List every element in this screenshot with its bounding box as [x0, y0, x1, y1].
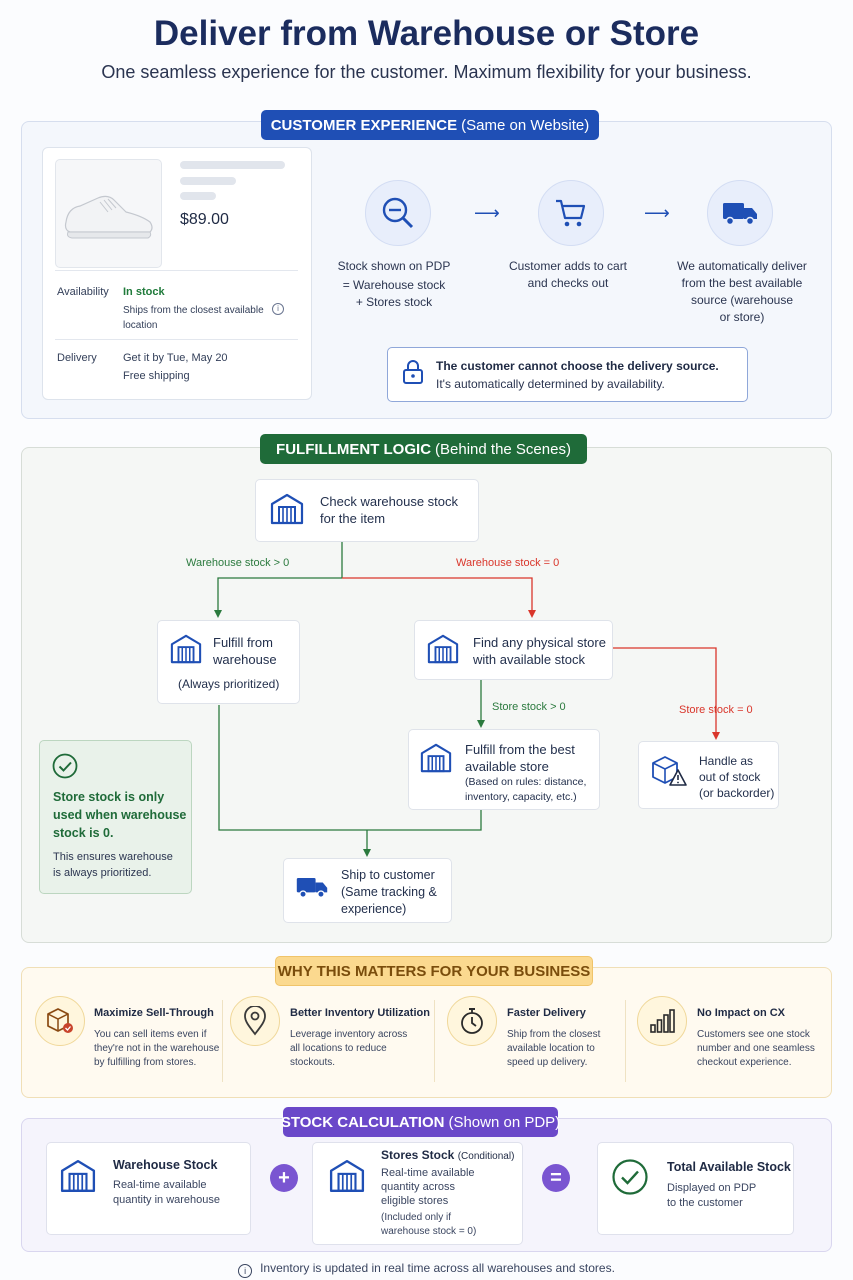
step-auto-deliver: We automatically deliver from the best a…: [677, 259, 807, 324]
delivery-shipping: Free shipping: [123, 370, 190, 382]
fulfill-store-text: Fulfill from the best available store: [465, 742, 575, 774]
delivery-label: Delivery: [57, 352, 97, 364]
delivery-source-notice: [387, 347, 748, 402]
warehouse-stock-title: Warehouse Stock: [113, 1158, 218, 1172]
product-card: [42, 147, 312, 400]
step-stock-shown: Stock shown on PDP = Warehouse stock + S…: [337, 259, 451, 309]
notice-title: The customer cannot choose the delivery …: [436, 359, 719, 373]
why-this-matters-pill: WHY THIS MATTERS FOR YOUR BUSINESS: [275, 956, 593, 986]
step-add-to-cart: Customer adds to cart and checks out: [508, 259, 628, 290]
store-icon: [329, 1158, 365, 1199]
stock-calculation-pill: STOCK CALCULATION (Shown on PDP): [281, 1107, 560, 1137]
arrow-right-icon: ⟶: [474, 203, 500, 223]
edge-label-warehouse-zero: Warehouse stock = 0: [456, 557, 560, 569]
store-icon: [420, 742, 452, 779]
divider: [434, 1000, 435, 1082]
stores-stock-note: (Included only if warehouse stock = 0): [381, 1212, 477, 1237]
ship-to-customer-text: Ship to customer (Same tracking & experi…: [341, 868, 437, 916]
stores-stock-card: [312, 1142, 523, 1245]
benefit-title-inventory: Better Inventory Utilization: [290, 1007, 430, 1019]
store-icon: [427, 633, 459, 670]
benefit-desc-sell-through: You can sell items even if they're not i…: [94, 1029, 220, 1068]
location-pin-icon: [230, 996, 280, 1046]
edge-label-warehouse-positive: Warehouse stock > 0: [186, 557, 290, 569]
product-image: [55, 159, 162, 268]
availability-label: Availability: [57, 286, 109, 298]
box-icon: [35, 996, 85, 1046]
check-circle-icon: [52, 753, 78, 784]
divider: [55, 270, 298, 271]
title-placeholder: [180, 161, 285, 169]
lock-icon: [402, 359, 424, 390]
info-icon[interactable]: i: [272, 303, 284, 315]
fulfill-store-note: (Based on rules: distance, inventory, ca…: [465, 776, 587, 803]
customer-experience-pill: CUSTOMER EXPERIENCE (Same on Website): [261, 110, 599, 140]
total-stock-card: [597, 1142, 794, 1235]
product-price: $89.00: [180, 211, 229, 228]
benefit-title-faster-delivery: Faster Delivery: [507, 1007, 586, 1019]
equals-icon: =: [542, 1164, 570, 1192]
truck-icon: [295, 873, 329, 906]
store-stock-note: [39, 740, 192, 894]
why-this-matters-section: [21, 967, 832, 1098]
search-icon: [365, 180, 431, 246]
benefit-title-sell-through: Maximize Sell-Through: [94, 1007, 214, 1019]
benefit-desc-no-impact: Customers see one stock number and one s…: [697, 1029, 815, 1068]
check-circle-icon: [611, 1158, 649, 1201]
warehouse-icon: [170, 633, 202, 670]
delivery-date: Get it by Tue, May 20: [123, 352, 228, 364]
box-warning-icon: [650, 754, 688, 793]
stores-stock-desc: Real-time available quantity across elig…: [381, 1167, 475, 1207]
note-title: Store stock is only used when warehouse …: [53, 790, 187, 840]
fulfill-warehouse-note: (Always prioritized): [178, 677, 280, 691]
check-warehouse-text: Check warehouse stock for the item: [320, 494, 459, 526]
notice-text: It's automatically determined by availab…: [436, 377, 665, 391]
divider: [625, 1000, 626, 1082]
cart-icon: [538, 180, 604, 246]
benefit-title-no-impact: No Impact on CX: [697, 1007, 786, 1019]
bar-chart-icon: [637, 996, 687, 1046]
availability-value: In stock: [123, 286, 165, 298]
total-stock-desc: Displayed on PDP to the customer: [667, 1182, 757, 1209]
find-store-text: Find any physical store with available s…: [473, 635, 606, 667]
stopwatch-icon: [447, 996, 497, 1046]
warehouse-stock-desc: Real-time available quantity in warehous…: [113, 1179, 221, 1206]
ships-from-text: Ships from the closest available: [123, 305, 264, 316]
warehouse-icon: [270, 492, 304, 531]
check-warehouse-node: [255, 479, 479, 542]
sneaker-icon: [64, 195, 153, 239]
out-of-stock-node: [638, 741, 779, 809]
stores-stock-title: Stores Stock (Conditional): [381, 1148, 515, 1162]
out-of-stock-text: Handle as out of stock (or backorder): [699, 754, 775, 800]
title-placeholder: [180, 177, 236, 185]
warehouse-stock-card: [46, 1142, 251, 1235]
benefit-desc-faster-delivery: Ship from the closest available location…: [507, 1029, 601, 1068]
total-stock-title: Total Available Stock: [667, 1160, 791, 1174]
divider: [55, 339, 298, 340]
note-text: This ensures warehouse is always priorit…: [53, 851, 173, 879]
info-icon: i: [238, 1264, 253, 1278]
page-title: Deliver from Warehouse or Store: [153, 14, 700, 53]
warehouse-icon: [60, 1158, 96, 1199]
plus-icon: +: [270, 1164, 298, 1192]
title-placeholder: [180, 192, 216, 200]
truck-icon: [707, 180, 773, 246]
page-subtitle: One seamless experience for the customer…: [101, 62, 752, 82]
benefit-desc-inventory: Leverage inventory across all locations …: [290, 1029, 408, 1068]
arrow-right-icon: ⟶: [644, 203, 670, 223]
fulfill-warehouse-text: Fulfill from warehouse: [213, 635, 277, 667]
divider: [222, 1000, 223, 1082]
edge-label-store-zero: Store stock = 0: [679, 704, 753, 716]
edge-label-store-positive: Store stock > 0: [492, 701, 566, 713]
ships-from-text-2: location: [123, 320, 158, 331]
fulfillment-logic-pill: FULFILLMENT LOGIC (Behind the Scenes): [260, 434, 587, 464]
